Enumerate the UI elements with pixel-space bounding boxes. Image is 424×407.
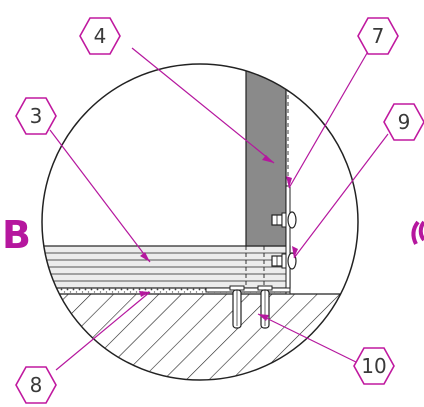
leader-9	[293, 133, 389, 259]
callout-10-label: 10	[361, 354, 386, 378]
leader-10	[257, 313, 361, 365]
callout-7-label: 7	[372, 24, 385, 48]
adjacent-detail-arc	[418, 220, 424, 242]
leader-lines	[49, 47, 389, 371]
leader-arrowheads	[139, 155, 298, 321]
detail-circle-contents	[42, 64, 358, 380]
callout-9-label: 9	[398, 110, 411, 134]
callout-4-label: 4	[94, 24, 107, 48]
detail-circle-outline	[41, 63, 359, 381]
callout-8-label: 8	[30, 373, 43, 397]
anchor-left	[229, 285, 245, 329]
leader-8	[55, 291, 151, 371]
callout-9[interactable]: 9	[383, 103, 424, 141]
leader-7	[288, 47, 371, 189]
callout-10[interactable]: 10	[353, 347, 395, 385]
callout-8[interactable]: 8	[15, 366, 57, 404]
bolt-upper	[271, 211, 297, 229]
callout-7[interactable]: 7	[357, 17, 399, 55]
section-label: B	[2, 213, 31, 257]
callout-4[interactable]: 4	[79, 17, 121, 55]
adjacent-detail-mark	[411, 220, 420, 245]
layered-panel	[42, 245, 291, 289]
leader-3	[49, 129, 151, 263]
callout-3[interactable]: 3	[15, 97, 57, 135]
angle-bracket	[205, 185, 291, 295]
callout-3-label: 3	[30, 104, 43, 128]
leader-4	[131, 47, 275, 164]
